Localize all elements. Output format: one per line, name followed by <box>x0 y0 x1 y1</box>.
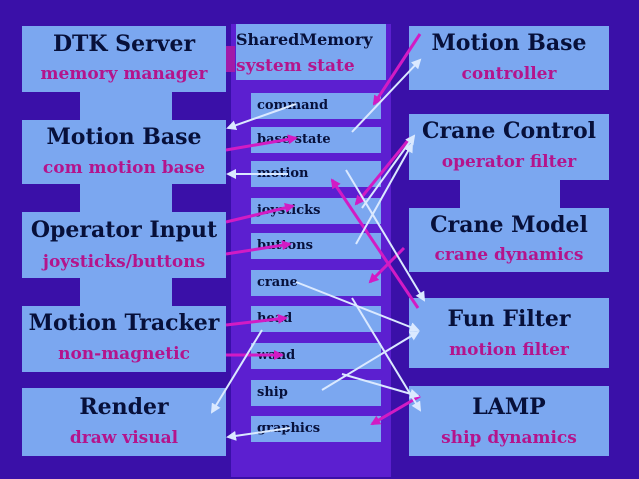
arrow-tracker-to-head <box>225 313 288 327</box>
arrow-motion-base-to-base-state <box>225 134 298 152</box>
arrow-buttons-to-crane-control <box>355 142 413 245</box>
right-connector-1 <box>460 180 560 208</box>
module-title: Crane Control <box>422 118 596 144</box>
arrow-motion-to-crane-model <box>345 169 426 302</box>
module-subtitle: draw visual <box>69 428 179 448</box>
left-connector-1 <box>80 92 172 120</box>
memory-slot-graphics: graphics <box>251 416 381 442</box>
memory-slot-base-state: base state <box>251 127 381 153</box>
module-lamp: LAMP ship dynamics <box>409 386 609 456</box>
arrow-joysticks-to-crane-control <box>361 134 416 209</box>
module-title: Motion Base <box>46 124 202 150</box>
module-crane-model: Crane Model crane dynamics <box>409 208 609 272</box>
module-subtitle: operator filter <box>441 152 577 172</box>
arrow-lamp-to-ship <box>370 394 421 426</box>
module-operator-input: Operator Input joysticks/buttons <box>22 212 226 278</box>
arrow-ship-to-fun-filter <box>321 330 420 391</box>
shared-memory-subtitle: system state <box>236 56 355 76</box>
module-title: Fun Filter <box>447 306 571 332</box>
module-title: Render <box>79 394 169 420</box>
shared-memory-marker <box>226 46 235 72</box>
shared-memory-header: SharedMemory system state <box>236 24 386 80</box>
module-render: Render draw visual <box>22 388 226 456</box>
module-subtitle: com motion base <box>42 158 206 178</box>
module-subtitle: memory manager <box>40 64 208 84</box>
module-title: Crane Model <box>430 212 588 238</box>
left-connector-3 <box>80 278 172 306</box>
module-subtitle: controller <box>461 64 557 84</box>
module-title: DTK Server <box>52 31 196 57</box>
module-title: Motion Base <box>431 30 587 56</box>
module-motion-base-controller: Motion Base controller <box>409 26 609 90</box>
arrow-ship-to-lamp <box>341 373 420 399</box>
arrow-controller-to-command <box>372 33 422 106</box>
module-motion-tracker: Motion Tracker non-magnetic <box>22 306 226 372</box>
module-title: LAMP <box>472 394 546 420</box>
memory-slot-ship: ship <box>251 380 381 406</box>
module-dtk-server: DTK Server memory manager <box>22 26 226 92</box>
arrow-fun-filter-to-motion <box>330 178 420 309</box>
module-subtitle: non-magnetic <box>58 344 190 364</box>
arrow-crane-model-to-crane <box>368 246 406 284</box>
arrow-crane-control-to-joysticks <box>354 137 412 206</box>
module-subtitle: joysticks/buttons <box>42 252 206 272</box>
arrow-operator-to-buttons <box>225 240 292 256</box>
shared-memory-title: SharedMemory <box>236 30 373 49</box>
arrow-head-to-render <box>210 329 263 414</box>
module-subtitle: motion filter <box>449 340 569 360</box>
arrow-base-state-to-controller <box>351 58 422 133</box>
module-fun-filter: Fun Filter motion filter <box>409 298 609 368</box>
module-crane-control: Crane Control operator filter <box>409 114 609 180</box>
arrow-command-to-motion-base <box>226 103 297 131</box>
module-title: Motion Tracker <box>28 310 220 336</box>
arrow-operator-to-joysticks <box>225 202 295 224</box>
left-connector-2 <box>80 184 172 212</box>
module-subtitle: crane dynamics <box>434 245 584 265</box>
module-subtitle: ship dynamics <box>441 428 577 448</box>
module-motion-base-com: Motion Base com motion base <box>22 120 226 184</box>
arrow-crane-to-lamp <box>351 297 422 412</box>
arrow-graphics-to-render <box>226 427 291 441</box>
module-title: Operator Input <box>30 217 218 243</box>
memory-slot-crane: crane <box>251 270 381 296</box>
